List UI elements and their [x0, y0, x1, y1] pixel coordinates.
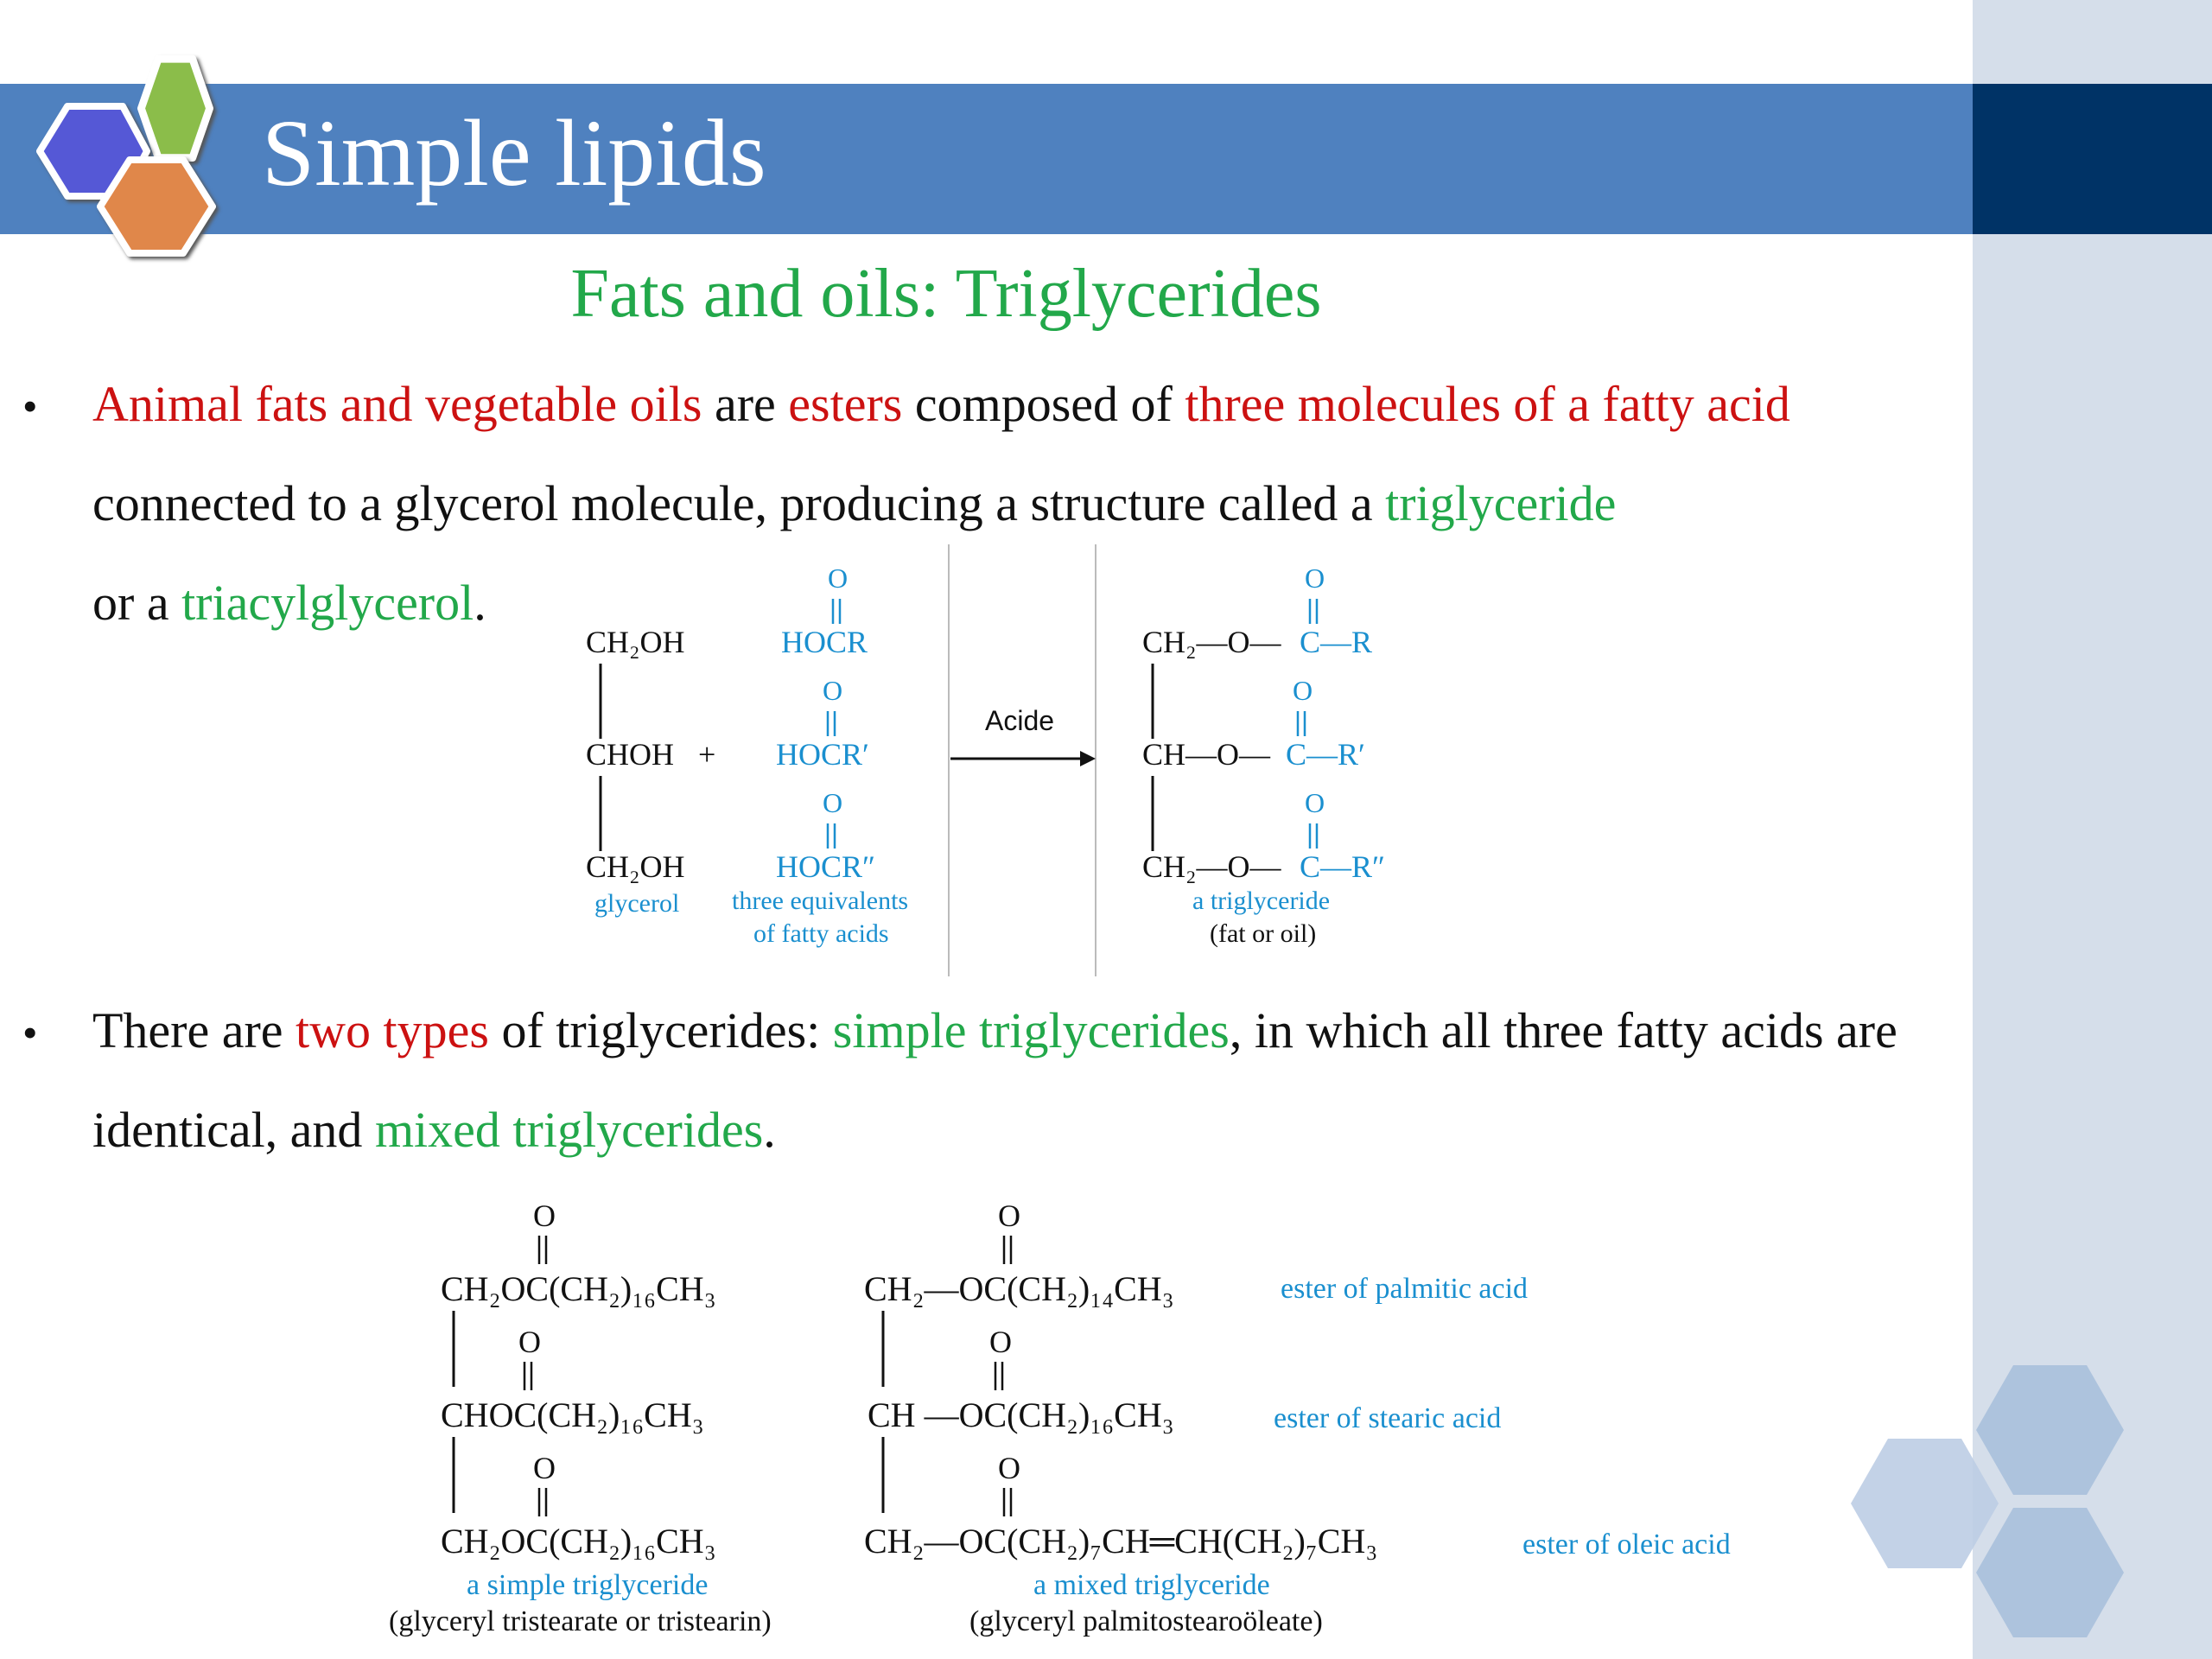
title-bar — [0, 84, 1973, 234]
bullet-text-1: Animal fats and vegetable oils are ester… — [92, 354, 1976, 652]
simple-triglyceride-label: a simple triglyceride — [467, 1569, 708, 1601]
product-bottom: CH₂—O— — [1142, 849, 1282, 884]
fatty-acid-3: HOCR″ — [776, 849, 875, 884]
glycerol-label: glycerol — [594, 889, 679, 918]
oxygen-label: O — [823, 675, 842, 706]
glycerol-top: CH₂OH — [586, 625, 685, 659]
arrow-label: Acide — [985, 705, 1054, 736]
text-segment: or a — [92, 575, 182, 631]
bullet-marker-2: • — [22, 1008, 38, 1057]
text-segment: composed of — [902, 376, 1185, 432]
mixed-triglyceride-structure: O CH₂—OC(CH₂)₁₄CH₃ ester of palmitic aci… — [864, 1198, 1731, 1637]
product-bottom-r: C—R″ — [1300, 849, 1385, 884]
title-bar-dark-segment — [1973, 84, 2212, 234]
term-two-types: two types — [296, 1002, 489, 1058]
stearic-ester-note: ester of stearic acid — [1274, 1402, 1501, 1434]
text-segment: There are — [92, 1002, 296, 1058]
fatty-acid-2: HOCR′ — [776, 737, 869, 772]
product-sublabel: (fat or oil) — [1210, 919, 1316, 948]
mixed-triglyceride-label: a mixed triglyceride — [1033, 1569, 1270, 1601]
term-simple-triglycerides: simple triglycerides — [832, 1002, 1230, 1058]
oxygen-label: O — [1293, 675, 1313, 706]
simple-row-2: CHOC(CH₂)₁₆CH₃ — [441, 1395, 704, 1434]
term-esters: esters — [788, 376, 903, 432]
oxygen-label: O — [1305, 787, 1325, 818]
text-segment: are — [702, 376, 789, 432]
simple-row-1: CH₂OC(CH₂)₁₆CH₃ — [441, 1269, 716, 1308]
palmitic-ester-note: ester of palmitic acid — [1281, 1273, 1528, 1305]
simple-triglyceride-sublabel: (glyceryl tristearate or tristearin) — [389, 1605, 772, 1637]
mixed-triglyceride-sublabel: (glyceryl palmitostearoöleate) — [969, 1605, 1323, 1637]
slide-subtitle: Fats and oils: Triglycerides — [570, 256, 1322, 332]
term-mixed-triglycerides: mixed triglycerides — [374, 1102, 764, 1158]
oxygen-label: O — [823, 787, 842, 818]
product-top: CH₂—O— — [1142, 625, 1282, 659]
text-segment: . — [474, 575, 486, 631]
product-label: a triglyceride — [1192, 887, 1330, 915]
plus-sign: + — [698, 737, 715, 772]
text-segment: connected to a glycerol molecule, produc… — [92, 475, 1386, 531]
fatty-acid-1: HOCR — [781, 625, 868, 659]
bullet-marker-1: • — [22, 382, 38, 430]
hexagon-logo-icon — [36, 54, 216, 257]
oxygen-label: O — [1305, 563, 1325, 594]
text-segment: . — [763, 1102, 776, 1158]
text-segment: of triglycerides: — [488, 1002, 833, 1058]
product-mid-r: C—R′ — [1286, 737, 1365, 772]
oxygen-label: O — [828, 563, 848, 594]
mixed-row-1: CH₂—OC(CH₂)₁₄CH₃ — [864, 1269, 1174, 1308]
mixed-row-2: CH —OC(CH₂)₁₆CH₃ — [868, 1395, 1174, 1434]
term-three-molecules: three molecules of a fatty acid — [1185, 376, 1790, 432]
product-mid: CH—O— — [1142, 737, 1271, 772]
term-triglyceride: triglyceride — [1385, 475, 1617, 531]
arrow-head-icon — [1080, 751, 1096, 766]
oxygen-label: O — [533, 1451, 556, 1485]
fatty-acids-label-line2: of fatty acids — [753, 919, 889, 948]
fatty-acids-label-line1: three equivalents — [732, 887, 908, 915]
esterification-reaction-diagram: CH₂OH CHOH + CH₂OH glycerol O HOCR O HOC… — [586, 544, 1385, 976]
mixed-row-3: CH₂—OC(CH₂)₇CH═CH(CH₂)₇CH₃ — [864, 1522, 1377, 1560]
oxygen-label: O — [998, 1451, 1020, 1485]
oxygen-label: O — [518, 1325, 541, 1359]
slide-title: Simple lipids — [262, 100, 766, 206]
term-triacylglycerol: triacylglycerol — [181, 575, 474, 631]
term-animal-fats: Animal fats and vegetable oils — [92, 376, 702, 432]
simple-row-3: CH₂OC(CH₂)₁₆CH₃ — [441, 1522, 716, 1560]
product-top-r: C—R — [1300, 625, 1372, 659]
decorative-hexagons-icon — [1851, 1365, 2124, 1637]
simple-triglyceride-structure: O CH₂OC(CH₂)₁₆CH₃ O CHOC(CH₂)₁₆CH₃ O CH₂… — [389, 1198, 772, 1637]
bullet-text-2: There are two types of triglycerides: si… — [92, 981, 1976, 1179]
oleic-ester-note: ester of oleic acid — [1522, 1529, 1731, 1560]
oxygen-label: O — [989, 1325, 1012, 1359]
oxygen-label: O — [533, 1198, 556, 1233]
glycerol-mid: CHOH — [586, 737, 674, 772]
text-segment: , in which all three fatty acids are ide… — [92, 1002, 1897, 1158]
glycerol-bottom: CH₂OH — [586, 849, 685, 884]
oxygen-label: O — [998, 1198, 1020, 1233]
